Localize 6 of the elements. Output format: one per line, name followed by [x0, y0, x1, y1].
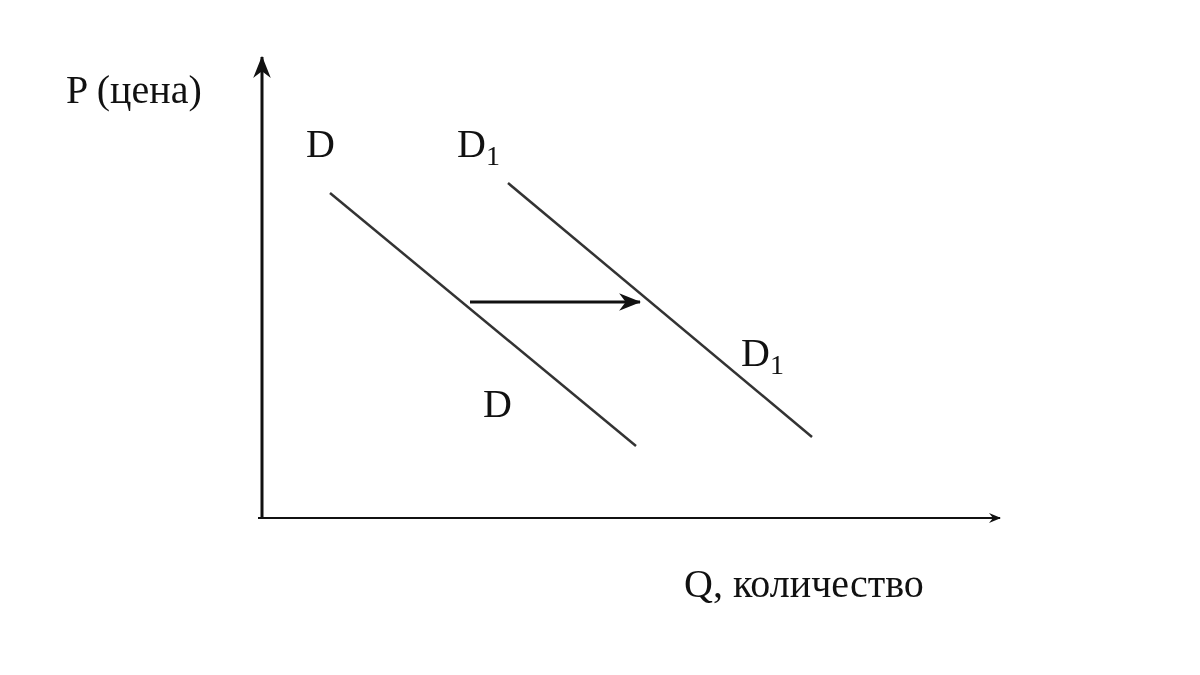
axis-label: Q, количество — [684, 564, 924, 604]
curve-label: D — [483, 384, 512, 424]
curve-label: D$_{1}$ — [457, 124, 500, 164]
axis-label: P (цена) — [66, 70, 202, 110]
curve-label: D$_{1}$ — [741, 333, 784, 373]
curve-label: D — [306, 124, 335, 164]
